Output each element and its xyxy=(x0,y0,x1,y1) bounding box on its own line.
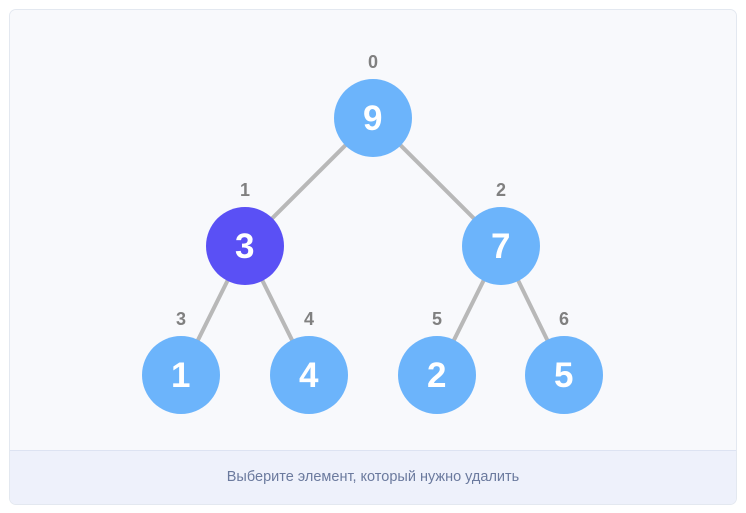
tree-edge xyxy=(193,272,233,347)
tree-edge xyxy=(449,272,489,347)
node-index-label: 6 xyxy=(558,309,570,329)
tree-node-2[interactable]: 2 xyxy=(398,336,476,414)
tree-node-7[interactable]: 7 xyxy=(462,207,540,285)
node-index-label: 3 xyxy=(175,309,187,329)
tree-node-3[interactable]: 3 xyxy=(206,207,284,285)
tree-edge xyxy=(257,272,297,347)
tree-node-4[interactable]: 4 xyxy=(270,336,348,414)
node-index-label: 1 xyxy=(239,180,251,200)
tree-node-1[interactable]: 1 xyxy=(142,336,220,414)
node-index-label: 0 xyxy=(367,52,379,72)
tree-edge xyxy=(266,139,352,225)
tree-node-9[interactable]: 9 xyxy=(334,79,412,157)
status-message: Выберите элемент, который нужно удалить xyxy=(226,469,520,486)
status-bar: Выберите элемент, который нужно удалить xyxy=(10,450,736,504)
node-index-label: 2 xyxy=(495,180,507,200)
tree-edge xyxy=(513,273,552,347)
tree-edge xyxy=(394,139,480,225)
tree-edges xyxy=(193,139,552,347)
tree-node-5[interactable]: 5 xyxy=(525,336,603,414)
node-index-label: 5 xyxy=(431,309,443,329)
node-index-label: 4 xyxy=(303,309,315,329)
